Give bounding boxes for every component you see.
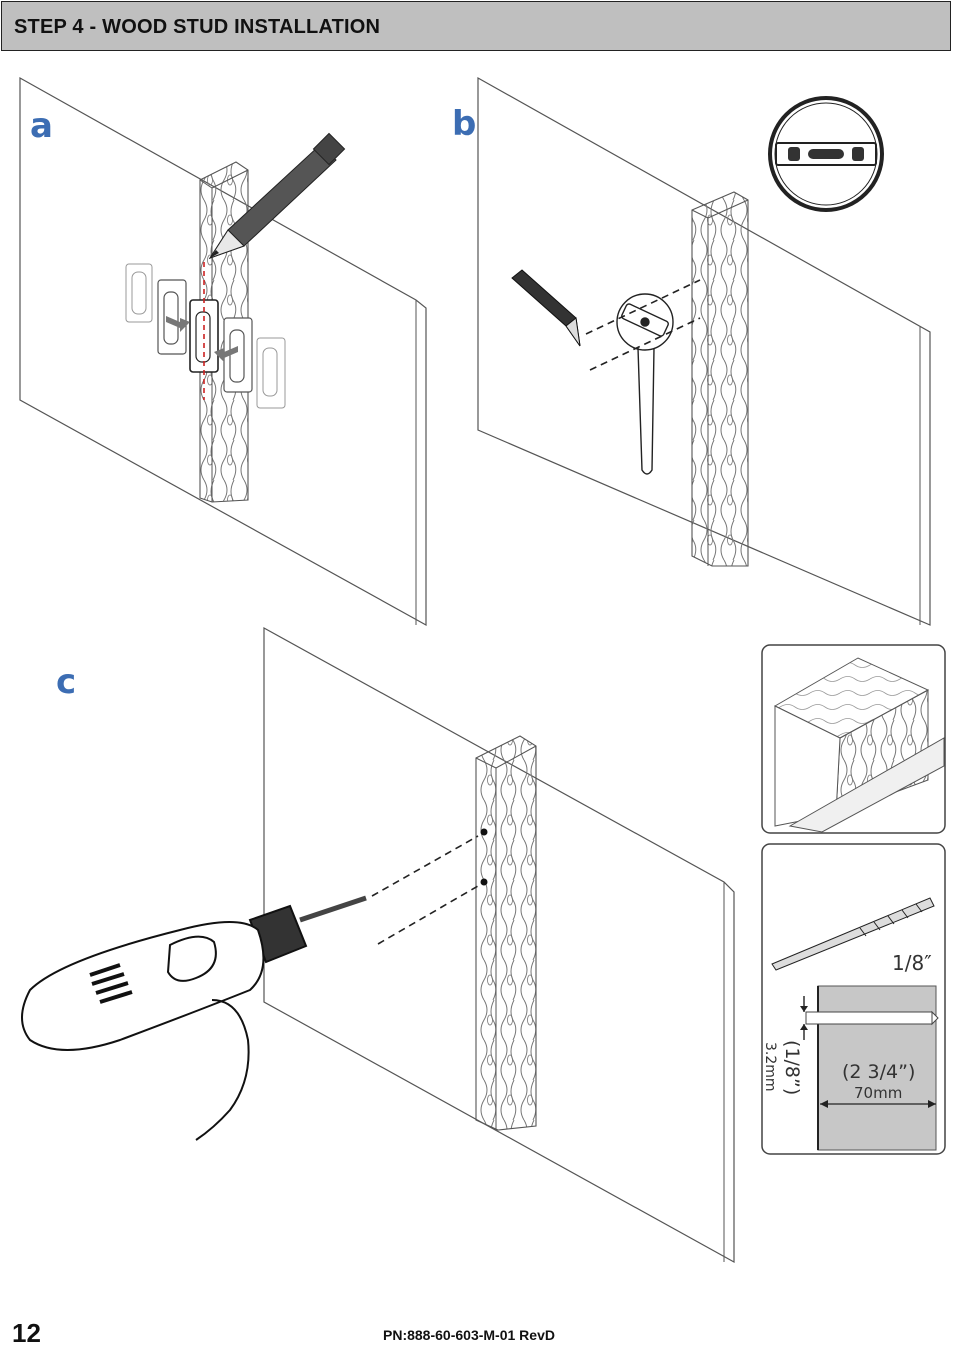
step-label-a: a xyxy=(30,106,53,146)
drill-bit-icon xyxy=(771,897,935,971)
drill-bit-inset xyxy=(761,843,946,1155)
drill-depth-metric: 70mm xyxy=(854,1084,902,1102)
panel-c-illustration xyxy=(21,626,946,1264)
section-title: STEP 4 - WOOD STUD INSTALLATION xyxy=(14,16,381,38)
wood-stud xyxy=(691,191,749,567)
stud-finder-icon xyxy=(125,263,286,409)
pilot-hole-marker xyxy=(480,828,488,836)
stud-cross-section-inset xyxy=(761,644,946,834)
level-icon xyxy=(768,96,884,212)
pilot-hole-marker xyxy=(480,878,488,886)
step-label-c: c xyxy=(56,662,77,702)
panel-b-illustration xyxy=(477,76,931,626)
section-header: STEP 4 - WOOD STUD INSTALLATION xyxy=(1,1,951,51)
page-number: 12 xyxy=(12,1318,41,1348)
step-label-b: b xyxy=(452,104,477,144)
drill-diameter-imperial: (1/8”) xyxy=(781,1040,803,1095)
part-number: PN:888-60-603-M-01 RevD xyxy=(383,1327,555,1343)
power-drill-icon xyxy=(21,895,367,1141)
wall-bracket-icon xyxy=(616,293,674,475)
drill-depth-imperial: (2 3/4”) xyxy=(842,1061,915,1083)
pencil-icon xyxy=(511,269,581,347)
panel-a-illustration xyxy=(19,76,427,627)
wood-stud xyxy=(475,735,537,1131)
drill-bit-size-label: 1/8″ xyxy=(892,951,932,975)
pencil-icon xyxy=(208,132,346,259)
arrow-icon xyxy=(166,316,238,362)
drill-diameter-metric: 3.2mm xyxy=(762,1042,778,1092)
